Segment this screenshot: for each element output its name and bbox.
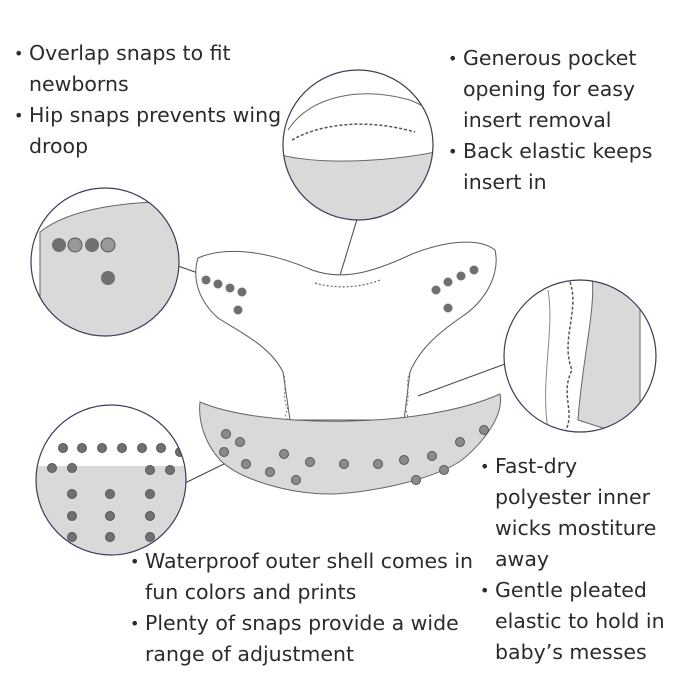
callout-pocket-opening: Generous pocket opening for easy insert … <box>448 43 673 136</box>
zoom-front-snaps <box>35 404 187 556</box>
snap <box>85 238 99 252</box>
callout-plenty-snaps: Plenty of snaps provide a wide range of … <box>130 608 475 670</box>
snap <box>443 277 453 287</box>
snap <box>201 275 211 285</box>
callout-hip-snaps: Hip snaps prevents wing droop <box>14 100 294 162</box>
snap <box>233 305 243 315</box>
snap <box>156 443 166 453</box>
snap <box>52 238 66 252</box>
snap <box>137 443 147 453</box>
snap <box>145 465 155 475</box>
snap <box>235 437 245 447</box>
callout-top-right: Generous pocket opening for easy insert … <box>448 43 673 198</box>
snap <box>455 437 465 447</box>
snap <box>339 459 349 469</box>
pocket-ruffle-closeup <box>291 123 416 141</box>
snap <box>47 463 57 473</box>
snap <box>241 459 251 469</box>
leg-ruffle-closeup <box>565 281 574 431</box>
zoom-circle-border <box>35 404 187 556</box>
snap <box>439 465 449 475</box>
leg-shell <box>577 280 641 432</box>
callout-fast-dry: Fast-dry polyester inner wicks mostiture… <box>480 451 675 575</box>
snap <box>67 237 83 253</box>
wing-closeup <box>39 201 179 336</box>
callout-mid-right: Fast-dry polyester inner wicks mostiture… <box>480 451 675 668</box>
zoom-circle-border <box>30 187 180 337</box>
callout-top-left: Overlap snaps to fit newborns Hip snaps … <box>14 38 294 162</box>
snap <box>411 475 421 485</box>
callout-overlap-snaps: Overlap snaps to fit newborns <box>14 38 294 100</box>
front-snaps <box>219 425 489 485</box>
snap <box>97 443 107 453</box>
snap <box>469 265 479 275</box>
snap <box>105 511 115 521</box>
snap <box>165 465 175 475</box>
zoom-hip-snaps <box>30 187 180 337</box>
snap <box>279 449 289 459</box>
callout-waterproof-shell: Waterproof outer shell comes in fun colo… <box>130 546 475 608</box>
snap <box>219 447 229 457</box>
snap <box>427 451 437 461</box>
snap <box>105 489 115 499</box>
diaper-body <box>195 241 502 495</box>
snap <box>237 287 247 297</box>
callout-pleated-elastic: Gentle pleated elastic to hold in baby’s… <box>480 575 675 668</box>
snap <box>291 475 301 485</box>
leg-inner-edge <box>545 289 551 431</box>
snap <box>221 429 231 439</box>
callout-bottom: Waterproof outer shell comes in fun colo… <box>130 546 475 670</box>
snap <box>105 532 115 542</box>
snap <box>213 279 223 289</box>
snap <box>117 443 127 453</box>
leader-line-elastic <box>417 363 506 397</box>
snap <box>67 463 77 473</box>
snap <box>77 443 87 453</box>
snap <box>373 459 383 469</box>
snap <box>101 271 115 285</box>
snap <box>145 511 155 521</box>
snap <box>225 283 235 293</box>
snap <box>265 467 275 477</box>
snap <box>100 237 116 253</box>
snap <box>67 532 77 542</box>
zoom-pocket-opening <box>282 69 434 221</box>
snap <box>58 443 68 453</box>
pocket-top-edge <box>287 93 433 131</box>
snap <box>431 285 441 295</box>
snap <box>145 532 155 542</box>
zoom-leg-elastic <box>503 279 657 433</box>
leader-line-pocket <box>337 215 359 283</box>
snap <box>456 271 466 281</box>
zoom-circle-border <box>503 279 657 433</box>
diaper-back-outline <box>195 241 497 421</box>
wing-snaps <box>201 265 479 315</box>
snap <box>399 455 409 465</box>
snap <box>305 457 315 467</box>
snap <box>67 489 77 499</box>
pocket-ruffle <box>314 279 381 288</box>
snap <box>67 511 77 521</box>
snap <box>145 489 155 499</box>
pocket-shell <box>283 149 433 220</box>
snap <box>443 303 453 313</box>
callout-back-elastic: Back elastic keeps insert in <box>448 136 673 198</box>
snap <box>479 425 489 435</box>
